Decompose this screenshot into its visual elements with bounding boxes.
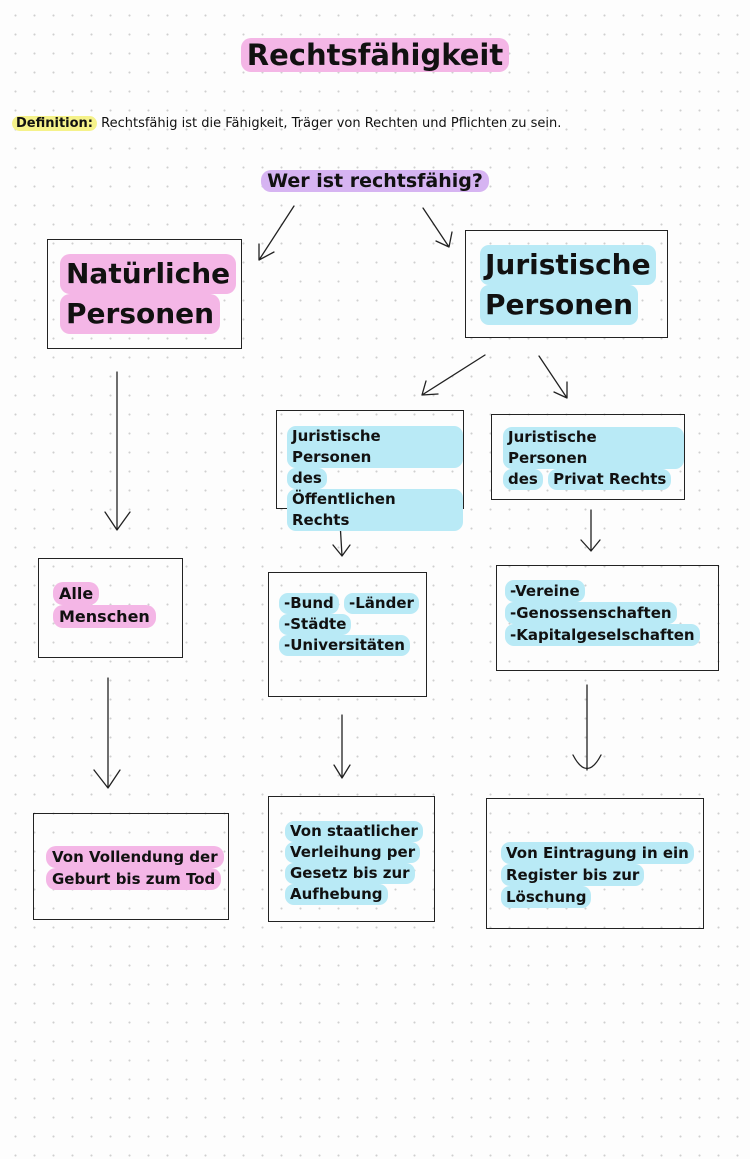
oeffentlich-title-line-2: des	[287, 468, 327, 489]
juristische-title-line-2: Personen	[480, 285, 639, 325]
natuerliche-title-line-2: Personen	[60, 294, 221, 334]
privat-duration-box: Von Eintragung in ein Register bis zur L…	[486, 798, 704, 929]
privat-title-line-3: Privat Rechts	[548, 469, 672, 490]
natuerliche-duration-box: Von Vollendung der Geburt bis zum Tod	[33, 813, 229, 920]
natuerliche-duration-line-2: Geburt bis zum Tod	[46, 868, 222, 890]
privat-duration-line-1: Von Eintragung in ein	[501, 842, 694, 864]
arrow-privat-to-examples	[580, 509, 601, 552]
natuerliche-personen-box: Natürliche Personen	[47, 239, 242, 349]
oeffentlich-duration-box: Von staatlicher Verleihung per Gesetz bi…	[268, 796, 435, 922]
privat-examples-box: -Vereine -Genossenschaften -Kapitalgesel…	[496, 565, 719, 671]
example-bund: -Bund	[279, 593, 339, 614]
oeffentlich-title-line-1: Juristische Personen	[287, 426, 463, 468]
arrow-juristische-to-privat	[538, 355, 568, 399]
example-laender: -Länder	[344, 593, 419, 614]
privat-title-line-1: Juristische Personen	[503, 427, 684, 469]
example-kapitalgesellschaften: -Kapitalgeselschaften	[505, 624, 700, 646]
arrow-vereine-to-duration	[572, 684, 602, 771]
definition-label: Definition:	[12, 116, 98, 131]
natuerliche-duration-line-1: Von Vollendung der	[46, 846, 224, 868]
page-title: Rechtsfähigkeit	[0, 38, 750, 72]
natuerliche-title-line-1: Natürliche	[60, 254, 237, 294]
arrow-bund-to-duration	[333, 714, 351, 779]
oeffentlich-duration-line-4: Aufhebung	[285, 884, 388, 905]
menschen-line-1: Alle	[53, 582, 100, 605]
juristische-title-line-1: Juristische	[480, 245, 656, 285]
oeffentlich-duration-line-2: Verleihung per	[285, 842, 421, 863]
privat-duration-line-3: Löschung	[501, 886, 592, 908]
oeffentlich-examples-box: -Bund -Länder -Städte -Universitäten	[268, 572, 427, 697]
example-staedte: -Städte	[279, 614, 352, 635]
privat-recht-box: Juristische Personen des Privat Rechts	[491, 414, 685, 500]
arrow-question-to-natuerliche	[258, 205, 295, 261]
arrow-question-to-juristische	[422, 207, 453, 248]
arrow-menschen-to-duration	[93, 677, 121, 789]
oeffentlich-title-line-3: Öffentlichen Rechts	[287, 489, 463, 531]
example-universitaeten: -Universitäten	[279, 635, 410, 656]
oeffentlich-duration-line-1: Von staatlicher	[285, 821, 423, 842]
example-vereine: -Vereine	[505, 580, 585, 602]
oeffentlich-duration-line-3: Gesetz bis zur	[285, 863, 415, 884]
juristische-personen-box: Juristische Personen	[465, 230, 668, 338]
oeffentliches-recht-box: Juristische Personen des Öffentlichen Re…	[276, 410, 464, 531]
example-genossenschaften: -Genossenschaften	[505, 602, 677, 624]
arrow-natuerliche-to-menschen	[104, 371, 131, 531]
arrow-juristische-to-oeffentlich	[421, 354, 486, 396]
question-text: Wer ist rechtsfähig?	[261, 170, 489, 192]
question: Wer ist rechtsfähig?	[0, 170, 750, 192]
page-title-text: Rechtsfähigkeit	[240, 38, 510, 72]
alle-menschen-box: Alle Menschen	[38, 558, 183, 658]
privat-title-line-2: des	[503, 469, 543, 490]
privat-duration-line-2: Register bis zur	[501, 864, 645, 886]
menschen-line-2: Menschen	[53, 605, 156, 628]
definition-text: Rechtsfähig ist die Fähigkeit, Träger vo…	[97, 116, 562, 131]
definition: Definition: Rechtsfähig ist die Fähigkei…	[12, 116, 561, 131]
